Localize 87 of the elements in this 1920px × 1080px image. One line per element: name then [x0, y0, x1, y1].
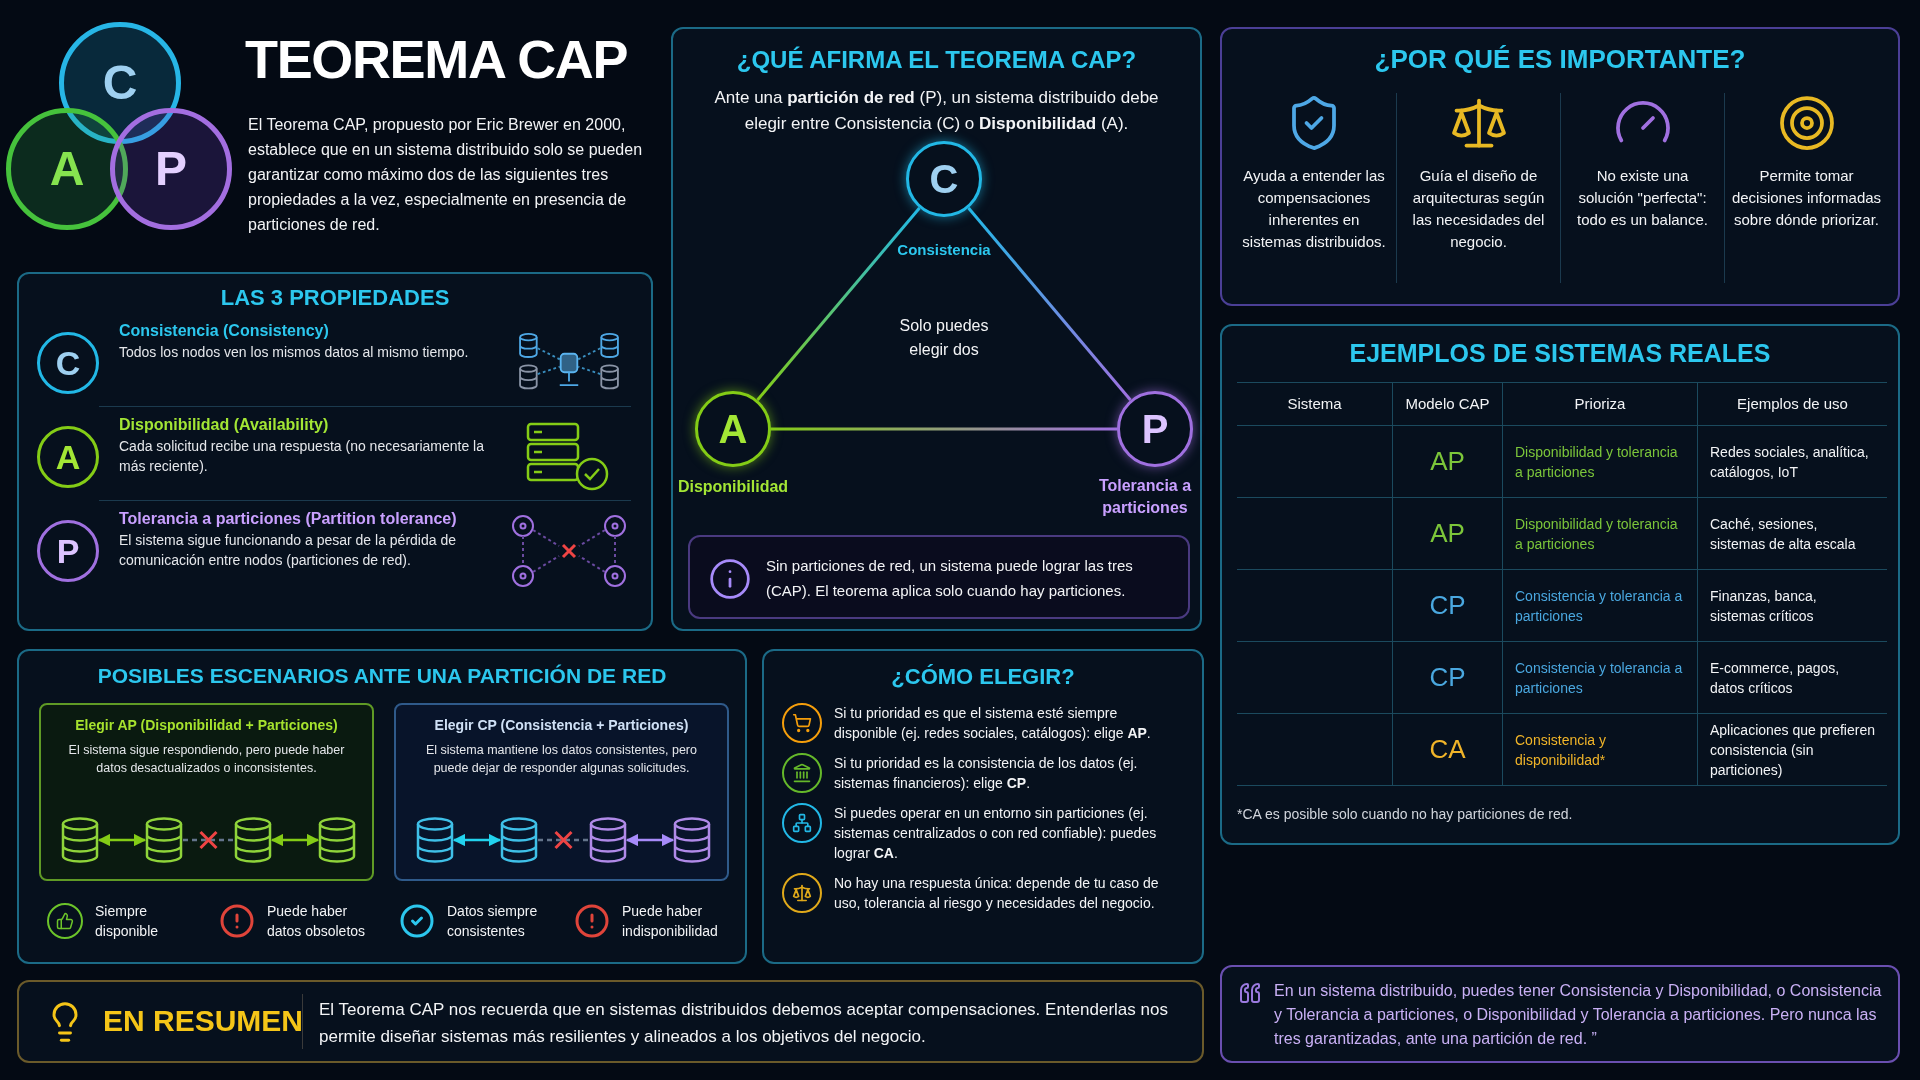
database-cylinder [61, 817, 99, 863]
use-case-text: Redes sociales, analítica, catálogos, IoT [1710, 442, 1870, 482]
vertex-label: Disponibilidad [677, 477, 789, 497]
column-header: Ejemplos de uso [1737, 393, 1848, 414]
properties-panel [17, 272, 653, 631]
property-heading: Disponibilidad (Availability) [119, 415, 330, 435]
vertex-label: Tolerancia a particiones [1097, 476, 1193, 518]
cap-model-text: CP [1429, 589, 1466, 622]
outcome-text: Datos siempre consistentes [447, 902, 539, 941]
double-arrow [452, 833, 502, 847]
scenario-description: El sistema mantiene los datos consistentes, pero puede dejar de responder algunas solicitudes. [425, 742, 698, 777]
section-heading: ¿CÓMO ELEGIR? [891, 663, 1075, 691]
database-cylinder [416, 817, 454, 863]
benefit-text: Permite tomar decisiones informadas sobre dónde priorizar. [1731, 166, 1882, 230]
info-box [688, 535, 1190, 619]
property-description: Todos los nodos ven los mismos datos al mismo tiempo. [119, 343, 470, 362]
quote-text: En un sistema distribuido, puedes tener Consistencia y Disponibilidad, o Consistencia y Tolerancia a particiones, o Disponibilidad y Tolerancia a particiones. Pero nunca las tres garantizadas, ante una partición de red. ” [1274, 981, 1883, 1049]
footnote: *CA es posible solo cuando no hay particiones de red. [1237, 805, 1573, 824]
database-cylinder [145, 817, 183, 863]
center-note: Solo puedes elegir dos [898, 316, 990, 360]
section-heading: LAS 3 PROPIEDADES [220, 284, 450, 312]
quote-panel [1220, 965, 1900, 1063]
double-arrow [97, 833, 147, 847]
cap-model-text: AP [1430, 445, 1465, 478]
section-heading: POSIBLES ESCENARIOS ANTE UNA PARTICIÓN DE RED [97, 663, 667, 689]
database-cylinder [673, 817, 711, 863]
broken-link-line [183, 838, 234, 842]
broken-link-line [538, 838, 589, 842]
importance-panel [1220, 27, 1900, 306]
connector-line [967, 207, 1132, 401]
title: TEOREMA CAP [245, 32, 628, 86]
database-cylinder [500, 817, 538, 863]
column-header: Sistema [1287, 393, 1342, 414]
section-heading: ¿POR QUÉ ES IMPORTANTE? [1374, 43, 1746, 76]
intro-paragraph: El Teorema CAP, propuesto por Eric Brewer en 2000, establece que en un sistema distribuido solo se pueden garantizar como máximo dos de las siguientes tres propiedades a la vez, especialmente en presencia de particiones de red. [248, 115, 644, 235]
scenario-title: Elegir CP (Consistencia + Particiones) [434, 716, 689, 735]
scenario-box [39, 703, 374, 881]
double-arrow [625, 833, 675, 847]
section-text: Ante una partición de red (P), un sistema distribuido debe elegir entre Consistencia (C) o Disponibilidad (A). [713, 87, 1160, 135]
database-cylinder [589, 817, 627, 863]
examples-panel [1220, 324, 1900, 845]
priority-text: Consistencia y tolerancia a particiones [1515, 586, 1684, 626]
section-heading: EJEMPLOS DE SISTEMAS REALES [1349, 338, 1771, 369]
use-case-text: Caché, sesiones, sistemas de alta escala [1710, 514, 1857, 554]
benefit-text: Ayuda a entender las compensaciones inherentes en sistemas distribuidos. [1241, 166, 1387, 252]
database-cylinder [318, 817, 356, 863]
cap-model-text: AP [1430, 517, 1465, 550]
advice-text: Si puedes operar en un entorno sin particiones (ej. sistemas centralizados o con red confiable): puedes lograr CA. [834, 804, 1158, 863]
section-heading: EN RESUMEN [103, 1003, 304, 1039]
advice-text: Si tu prioridad es la consistencia de los datos (ej. sistemas financieros): elige CP. [834, 754, 1139, 793]
double-arrow [270, 833, 320, 847]
property-heading: Consistencia (Consistency) [119, 321, 330, 341]
use-case-text: Aplicaciones que prefieren consistencia (sin particiones) [1710, 720, 1875, 780]
benefit-text: No existe una solución "perfecta": todo es un balance. [1576, 166, 1709, 230]
property-description: Cada solicitud recibe una respuesta (no necesariamente la más reciente). [119, 437, 485, 476]
scenarios-panel [17, 649, 747, 964]
vertex-label: Consistencia [897, 241, 991, 259]
connector-line [771, 427, 1117, 431]
benefit-text: Guía el diseño de arquitecturas según las necesidades del negocio. [1411, 166, 1546, 252]
priority-text: Disponibilidad y tolerancia a particiones [1515, 514, 1679, 554]
property-description: El sistema sigue funcionando a pesar de la pérdida de comunicación entre nodos (particiones de red). [119, 531, 457, 570]
cap-model-text: CA [1429, 733, 1466, 766]
use-case-text: E-commerce, pagos, datos críticos [1710, 658, 1841, 698]
info-text: Sin particiones de red, un sistema puede lograr las tres (CAP). El teorema aplica solo cuando hay particiones. [766, 556, 1134, 601]
outcome-text: Puede haber indisponibilidad [622, 902, 719, 941]
section-text: El Teorema CAP nos recuerda que en sistemas distribuidos debemos aceptar compensaciones. Entenderlas nos permite diseñar sistemas más resilientes y alineados a los objetivos del negocio. [319, 999, 1169, 1048]
priority-text: Consistencia y disponibilidad* [1515, 730, 1608, 770]
scenario-description: El sistema sigue respondiendo, pero puede haber datos desactualizados o inconsistentes. [67, 742, 346, 777]
outcome-text: Puede haber datos obsoletos [267, 902, 367, 941]
column-header: Modelo CAP [1405, 393, 1490, 414]
cap-model-text: CP [1429, 661, 1466, 694]
outcome-text: Siempre disponible [95, 902, 160, 941]
section-heading: ¿QUÉ AFIRMA EL TEOREMA CAP? [736, 45, 1137, 75]
database-cylinder [234, 817, 272, 863]
scenario-title: Elegir AP (Disponibilidad + Particiones) [75, 716, 338, 735]
property-heading: Tolerancia a particiones (Partition tolerance) [119, 509, 458, 529]
priority-text: Consistencia y tolerancia a particiones [1515, 658, 1684, 698]
scenario-box [394, 703, 729, 881]
advice-text: No hay una respuesta única: depende de tu caso de uso, tolerancia al riesgo y necesidades del negocio. [834, 874, 1160, 913]
priority-text: Disponibilidad y tolerancia a particiones [1515, 442, 1679, 482]
theorem-panel [671, 27, 1202, 631]
column-header: Prioriza [1574, 393, 1626, 414]
summary-panel [17, 980, 1204, 1063]
use-case-text: Finanzas, banca, sistemas críticos [1710, 586, 1818, 626]
advice-text: Si tu prioridad es que el sistema esté siempre disponible (ej. redes sociales, catálogos): elige AP. [834, 704, 1152, 743]
connector-line [756, 207, 921, 401]
choice-panel [762, 649, 1204, 964]
